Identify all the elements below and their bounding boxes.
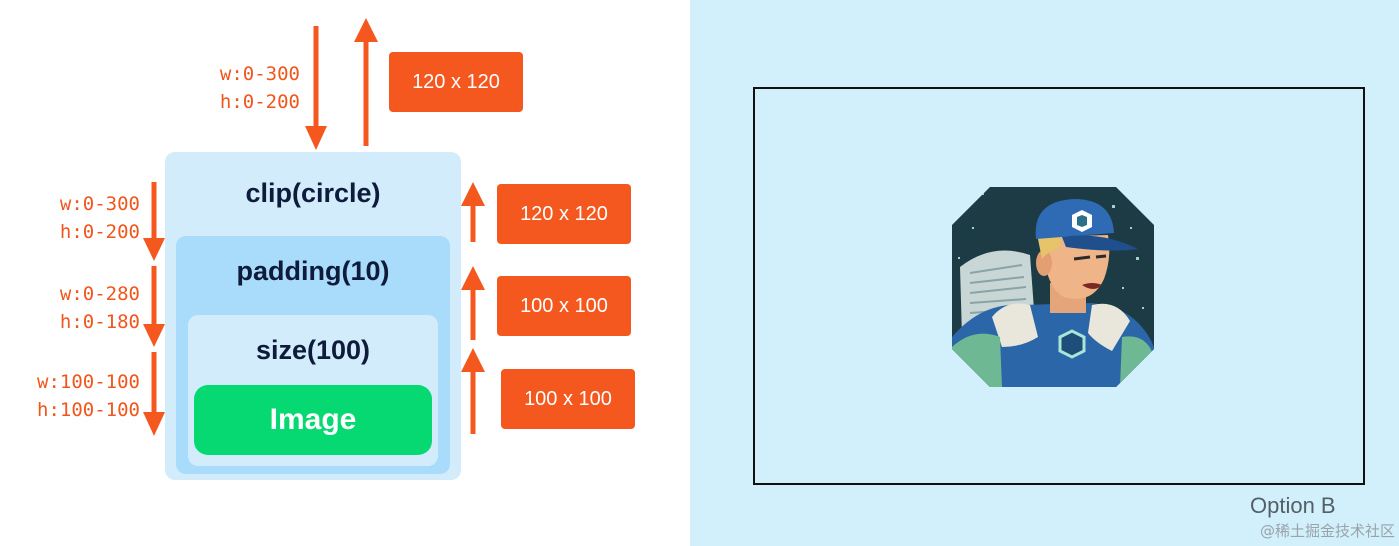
image-composable: Image (194, 385, 432, 455)
constraint-label-top: w:0-300 h:0-200 (180, 60, 300, 116)
size-badge-clip: 120 x 120 (497, 184, 631, 244)
down-arrow-padding (143, 266, 165, 347)
option-label: Option B (1250, 493, 1336, 518)
preview-panel: Option B @稀土掘金技术社区 (690, 0, 1399, 546)
constraint-label-size: w:100-100 h:100-100 (10, 368, 140, 424)
constraint-label-clip: w:0-300 h:0-200 (20, 190, 140, 246)
up-arrow-top (354, 18, 378, 146)
constraint-width: w:100-100 (37, 371, 140, 393)
padding-modifier-label: padding(10) (236, 256, 390, 286)
down-arrow-clip (143, 182, 165, 261)
constraint-width: w:0-280 (59, 283, 140, 305)
preview-frame (753, 87, 1365, 485)
down-arrow-top (305, 26, 327, 150)
size-badge-padding: 100 x 100 (497, 276, 631, 336)
constraint-width: w:0-300 (219, 63, 300, 85)
constraint-arrows (143, 18, 485, 436)
constraint-height: h:0-200 (59, 221, 140, 243)
constraint-width: w:0-300 (59, 193, 140, 215)
constraint-label-padding: w:0-280 h:0-180 (20, 280, 140, 336)
up-arrow-clip (461, 182, 485, 242)
constraint-height: h:0-180 (59, 311, 140, 333)
up-arrow-padding (461, 266, 485, 340)
clip-modifier-label: clip(circle) (245, 178, 381, 208)
constraint-height: h:100-100 (37, 399, 140, 421)
up-arrow-size (461, 348, 485, 434)
constraint-height: h:0-200 (219, 91, 300, 113)
watermark-text: @稀土掘金技术社区 (1259, 522, 1395, 540)
size-badge-size: 100 x 100 (501, 369, 635, 429)
size-modifier-label: size(100) (255, 335, 371, 365)
down-arrow-size (143, 352, 165, 436)
size-badge-top: 120 x 120 (389, 52, 523, 112)
astronaut-portrait-image (952, 187, 1154, 387)
layout-diagram: w:0-300 h:0-200 w:0-300 h:0-200 w:0-280 … (0, 0, 690, 546)
